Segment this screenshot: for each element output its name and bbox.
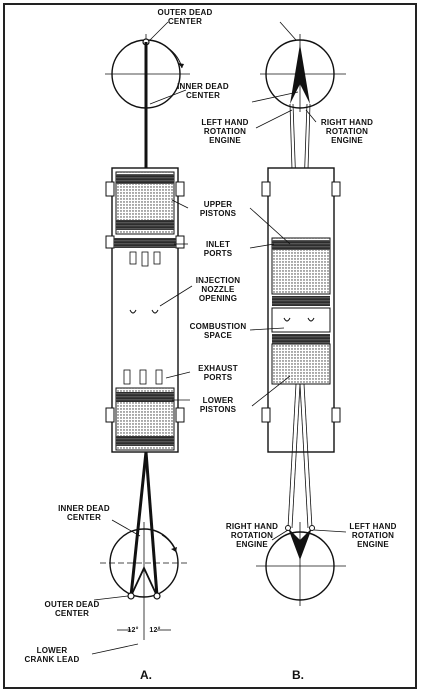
label-line: PORTS bbox=[203, 249, 233, 258]
label-line: COMBUSTION bbox=[189, 322, 247, 331]
label-line: LOWER bbox=[202, 396, 234, 405]
label-line: OPENING bbox=[198, 294, 238, 303]
label-line: SPACE bbox=[204, 331, 232, 340]
label-line: LEFT HAND bbox=[201, 118, 249, 127]
label-line: EXHAUST bbox=[198, 364, 238, 373]
label-line: ROTATION bbox=[230, 531, 274, 540]
label-combustion-space: COMBUSTION SPACE bbox=[186, 322, 250, 340]
label-line: ENGINE bbox=[357, 540, 389, 549]
label-line: ROTATION bbox=[203, 127, 247, 136]
label-right-hand-rotation-engine-bottom: RIGHT HAND ROTATION ENGINE bbox=[220, 522, 284, 549]
crank-circle-b-bottom bbox=[256, 522, 346, 606]
label-line: INLET bbox=[205, 240, 231, 249]
label-injection-nozzle-opening: INJECTION NOZZLE OPENING bbox=[186, 276, 250, 303]
label-line: LEFT HAND bbox=[349, 522, 397, 531]
label-line: PISTONS bbox=[199, 405, 237, 414]
connecting-rods-b-bottom bbox=[287, 383, 313, 529]
label-exhaust-ports: EXHAUST PORTS bbox=[186, 364, 250, 382]
label-line: LOWER bbox=[36, 646, 68, 655]
label-upper-pistons: UPPER PISTONS bbox=[186, 200, 250, 218]
leader-lines bbox=[91, 21, 347, 655]
label-line: PORTS bbox=[203, 373, 233, 382]
cylinder-b bbox=[261, 167, 341, 453]
crank-circle-b-top bbox=[260, 34, 346, 112]
label-line: OUTER DEAD bbox=[44, 600, 100, 609]
label-inner-dead-center-bottom: INNER DEAD CENTER bbox=[52, 504, 116, 522]
label-inner-dead-center-top: INNER DEAD CENTER bbox=[168, 82, 238, 100]
label-line: NOZZLE bbox=[201, 285, 235, 294]
label-line: ENGINE bbox=[236, 540, 268, 549]
label-outer-dead-center-top: OUTER DEAD CENTER bbox=[150, 8, 220, 26]
label-inlet-ports: INLET PORTS bbox=[186, 240, 250, 258]
label-line: INNER DEAD bbox=[58, 504, 110, 513]
label-line: ENGINE bbox=[209, 136, 241, 145]
panel-label-b: B. bbox=[292, 668, 304, 682]
label-lower-pistons: LOWER PISTONS bbox=[186, 396, 250, 414]
label-outer-dead-center-bottom: OUTER DEAD CENTER bbox=[42, 600, 102, 618]
label-line: ENGINE bbox=[331, 136, 363, 145]
label-line: CENTER bbox=[167, 17, 203, 26]
label-left-hand-rotation-engine-top: LEFT HAND ROTATION ENGINE bbox=[194, 118, 256, 145]
label-line: RIGHT HAND bbox=[320, 118, 374, 127]
label-line: UPPER bbox=[203, 200, 233, 209]
label-line: CRANK LEAD bbox=[24, 655, 80, 664]
label-line: ROTATION bbox=[325, 127, 369, 136]
label-line: CENTER bbox=[54, 609, 90, 618]
label-line: CENTER bbox=[66, 513, 102, 522]
cylinder-a bbox=[105, 167, 185, 453]
panel-label-a: A. bbox=[140, 668, 152, 682]
label-line: ROTATION bbox=[351, 531, 395, 540]
figure-frame bbox=[3, 3, 417, 689]
label-line: INNER DEAD bbox=[177, 82, 229, 91]
label-line: CENTER bbox=[185, 91, 221, 100]
crank-circle-a-bottom bbox=[100, 451, 190, 640]
label-line: PISTONS bbox=[199, 209, 237, 218]
label-angle-right: 12° bbox=[149, 627, 161, 634]
label-line: OUTER DEAD bbox=[157, 8, 213, 17]
label-lower-crank-lead: LOWER CRANK LEAD bbox=[14, 646, 90, 664]
label-line: INJECTION bbox=[195, 276, 241, 285]
label-angle-left: 12° bbox=[127, 627, 139, 634]
label-line: RIGHT HAND bbox=[225, 522, 279, 531]
label-left-hand-rotation-engine-bottom: LEFT HAND ROTATION ENGINE bbox=[340, 522, 406, 549]
label-right-hand-rotation-engine-top: RIGHT HAND ROTATION ENGINE bbox=[314, 118, 380, 145]
